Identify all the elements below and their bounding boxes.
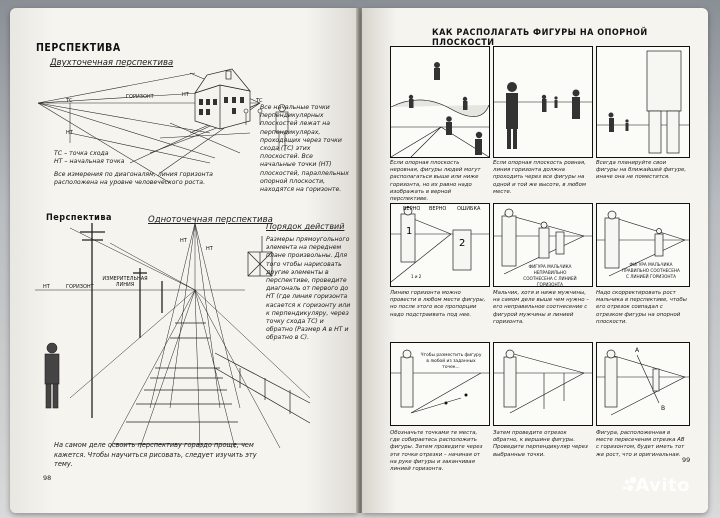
label-ht-bottom: НТ — [66, 130, 73, 136]
svg-text:2: 2 — [459, 238, 465, 249]
right-page: КАК РАСПОЛАГАТЬ ФИГУРЫ НА ОПОРНОЙ ПЛОСКО… — [362, 8, 708, 513]
two-point-drawing — [37, 68, 289, 184]
caption-6: Надо скорректировать рост мальчика в пер… — [596, 290, 687, 325]
label-b: B — [661, 405, 666, 412]
caption-1: Если опорная плоскость неровная, фигуры … — [390, 160, 481, 203]
left-page: ПЕРСПЕКТИВА Двухточечная перспектива — [10, 8, 358, 513]
caption-2: Если опорная плоскость ровная, линия гор… — [493, 160, 586, 195]
left-footer: На самом деле освоить перспективу горазд… — [54, 441, 257, 468]
label-points: Чтобы разместить фигуру в любой из задан… — [420, 353, 482, 370]
two-point-subtitle: Двухточечная перспектива — [50, 58, 174, 68]
panel-ab-segment: A B — [596, 342, 690, 426]
svg-text:1: 1 — [406, 226, 412, 237]
right-page-title: КАК РАСПОЛАГАТЬ ФИГУРЫ НА ОПОРНОЙ ПЛОСКО… — [432, 28, 648, 48]
label-horizon-bottom: ГОРИЗОНТ — [66, 284, 94, 290]
caption-3: Всегда планируйте свои фигуры на ближайш… — [596, 160, 687, 181]
caption-4: Линию горизонта можно провести в любом м… — [390, 290, 486, 318]
book-gutter — [356, 8, 364, 513]
page-number-left: 98 — [43, 474, 52, 482]
label-ht-1: НТ — [180, 238, 187, 244]
label-verno-1: ВЕРНО — [403, 206, 421, 212]
panel-closest-figure — [596, 46, 690, 158]
label-horizon-top: ГОРИЗОНТ — [126, 94, 154, 100]
label-verno-2: ВЕРНО — [429, 206, 447, 212]
avito-logo-icon — [622, 476, 637, 491]
avito-watermark: Avito — [635, 475, 690, 496]
caption-9: Фигура, расположенная в месте пересечени… — [596, 430, 685, 458]
panel-uneven-ground — [390, 46, 490, 158]
order-text: Размеры прямоугольного элемента на перед… — [266, 236, 351, 342]
panel-horizon-anywhere: 1 и 2 2 1 ВЕРНО ВЕРНО ОШИБКА — [390, 203, 490, 287]
label-boy-right: ФИГУРА МАЛЬЧИКА ПРАВИЛЬНО СООТНЕСЕНА С Л… — [622, 262, 680, 279]
label-a: A — [635, 347, 640, 354]
left-page-title: ПЕРСПЕКТИВА — [36, 42, 121, 54]
caption-5: Мальчик, хотя и ниже мужчины, на самом д… — [493, 290, 589, 325]
label-measuring-line: ИЗМЕРИТЕЛЬНАЯ ЛИНИЯ — [102, 276, 148, 288]
two-point-legend: ТС – точка схода НТ – начальная точка — [54, 150, 125, 166]
label-boy-wrong: ФИГУРА МАЛЬЧИКА НЕПРАВИЛЬНО СООТНЕСЕНА С… — [523, 264, 577, 287]
caption-7: Обозначьте точками те места, где собирае… — [390, 430, 483, 473]
page-number-right: 99 — [682, 456, 691, 464]
panel-boy-right: ФИГУРА МАЛЬЧИКА ПРАВИЛЬНО СООТНЕСЕНА С Л… — [596, 203, 690, 287]
panel-note-text: 1 и 2 — [411, 274, 422, 279]
one-point-subtitle: Одноточечная перспектива — [148, 215, 273, 225]
label-oshibka: ОШИБКА — [457, 206, 481, 212]
label-ht-left: НТ — [43, 284, 50, 290]
label-ht-top: НТ — [182, 92, 189, 98]
panel-flat-ground — [493, 46, 593, 158]
one-point-title: Перспектива — [46, 213, 112, 223]
two-point-side-text: Все начальные точки перпендикулярных пло… — [260, 104, 349, 194]
panel-points: Чтобы разместить фигуру в любой из задан… — [390, 342, 490, 426]
two-point-caption: Все измерения по диагоналям, линия гориз… — [54, 171, 213, 187]
panel-draw-back — [493, 342, 593, 426]
order-title: Порядок действий — [266, 222, 345, 231]
caption-8: Затем проведите отрезок обратно, к верши… — [493, 430, 588, 458]
railway-drawing — [35, 218, 311, 449]
panel-boy-wrong: ФИГУРА МАЛЬЧИКА НЕПРАВИЛЬНО СООТНЕСЕНА С… — [493, 203, 593, 287]
open-book: ПЕРСПЕКТИВА Двухточечная перспектива — [10, 8, 710, 513]
label-tc-right: ТС — [256, 98, 263, 104]
label-tc-left: ТС — [66, 98, 73, 104]
label-ht-2: НТ — [206, 246, 213, 252]
